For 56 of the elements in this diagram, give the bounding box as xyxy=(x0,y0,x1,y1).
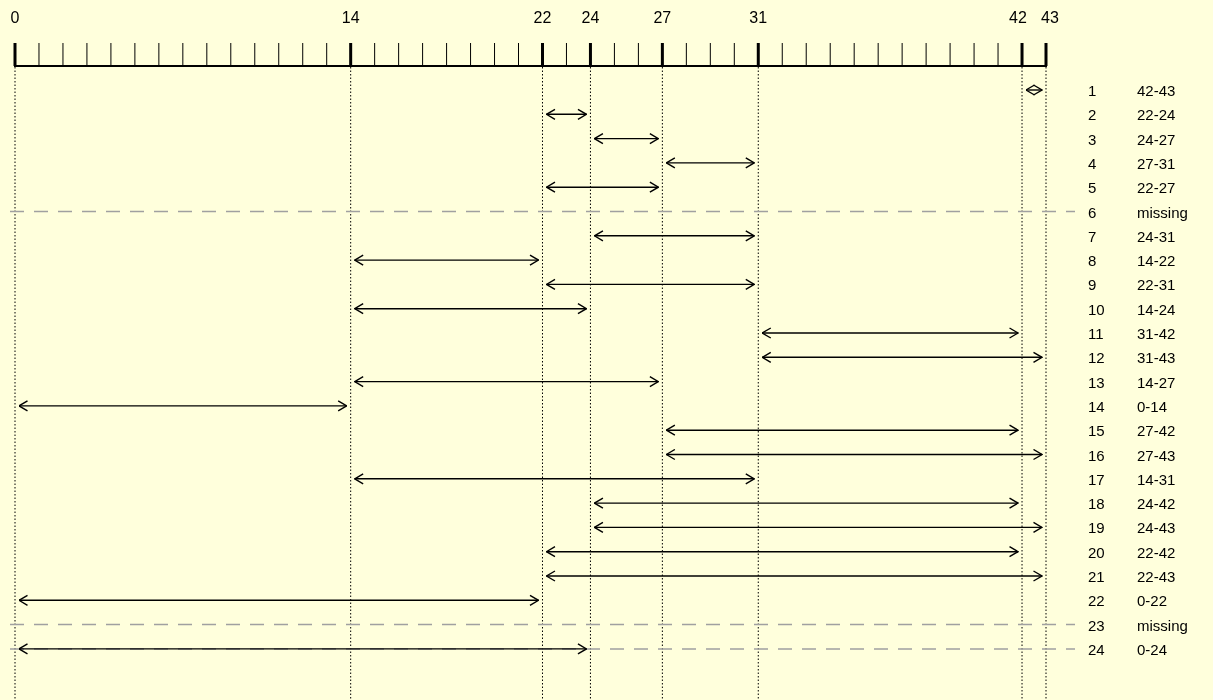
row-number: 9 xyxy=(1088,276,1097,294)
row-number: 21 xyxy=(1088,568,1105,585)
row-number: 19 xyxy=(1088,519,1105,537)
range-label: 24-31 xyxy=(1137,227,1176,245)
range-label: 27-31 xyxy=(1137,154,1176,172)
range-label: 24-42 xyxy=(1137,495,1176,513)
range-label: 14-24 xyxy=(1137,300,1176,318)
range-label: missing xyxy=(1137,203,1188,221)
row-number: 20 xyxy=(1088,543,1105,561)
row-number: 6 xyxy=(1088,203,1097,221)
tick-label: 42 xyxy=(1009,9,1027,27)
range-label: 27-42 xyxy=(1137,422,1176,440)
row-number: 3 xyxy=(1088,130,1097,148)
row-number: 17 xyxy=(1088,470,1105,488)
row-number: 24 xyxy=(1088,640,1105,658)
range-label: 42-43 xyxy=(1137,82,1176,99)
tick-label: 0 xyxy=(10,9,20,27)
range-label: missing xyxy=(1137,616,1188,634)
row-number: 10 xyxy=(1088,300,1105,318)
tick-label: 24 xyxy=(581,9,600,27)
row-number: 11 xyxy=(1088,325,1104,342)
row-number: 1 xyxy=(1088,82,1097,99)
row-number: 2 xyxy=(1088,106,1097,124)
row-number: 15 xyxy=(1088,422,1105,440)
tick-label: 43 xyxy=(1041,9,1059,27)
range-label: 31-43 xyxy=(1137,349,1176,367)
tick-label: 27 xyxy=(653,9,672,27)
range-label: 0-24 xyxy=(1137,640,1168,658)
tick-label: 22 xyxy=(533,9,552,27)
row-number: 18 xyxy=(1088,495,1105,513)
range-label: 0-22 xyxy=(1137,592,1168,610)
range-label: 14-31 xyxy=(1137,470,1176,488)
row-number: 16 xyxy=(1088,446,1105,464)
row-number: 23 xyxy=(1088,616,1105,634)
range-label: 22-24 xyxy=(1137,106,1176,124)
row-number: 22 xyxy=(1088,592,1105,610)
row-number: 13 xyxy=(1088,373,1105,391)
range-label: 14-27 xyxy=(1137,373,1176,391)
row-number: 5 xyxy=(1088,179,1097,197)
row-number: 4 xyxy=(1088,154,1097,172)
range-label: 27-43 xyxy=(1137,446,1176,464)
range-label: 22-27 xyxy=(1137,179,1176,197)
range-label: 0-14 xyxy=(1137,397,1168,415)
tick-label: 14 xyxy=(341,9,360,27)
range-label: 24-27 xyxy=(1137,130,1176,148)
range-label: 31-42 xyxy=(1137,325,1176,342)
row-number: 14 xyxy=(1088,397,1105,415)
range-label: 22-43 xyxy=(1137,568,1176,585)
range-label: 24-43 xyxy=(1137,519,1176,537)
range-label: 14-22 xyxy=(1137,252,1176,270)
row-number: 8 xyxy=(1088,252,1097,270)
range-label: 22-31 xyxy=(1137,276,1176,294)
range-label: 22-42 xyxy=(1137,543,1176,561)
row-number: 7 xyxy=(1088,227,1097,245)
tick-label: 31 xyxy=(749,9,768,27)
row-number: 12 xyxy=(1088,349,1105,367)
